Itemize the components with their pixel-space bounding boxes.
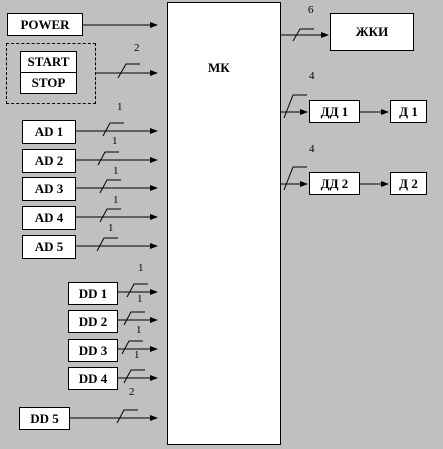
dd4-bus-width: 1 (134, 349, 140, 361)
power-block: POWER (7, 13, 83, 36)
dd2-bus-tick (123, 311, 145, 326)
ad2-block: AD 2 (22, 149, 76, 173)
start-block: START (20, 51, 77, 73)
dd3-block: DD 3 (68, 339, 118, 362)
lcd-block: ЖКИ (330, 13, 414, 51)
dd3-bus-tick (121, 340, 143, 355)
driver2-bus-width: 4 (309, 143, 315, 155)
motor1-block: Д 1 (390, 100, 427, 123)
ad1-bus-tick (102, 122, 124, 137)
ad3-block: AD 3 (22, 177, 76, 201)
dd1-bus-width: 1 (138, 262, 144, 274)
stop-block: STOP (20, 72, 77, 94)
driver1-block: ДД 1 (309, 100, 360, 123)
driver1-bus-width: 4 (309, 70, 315, 82)
ad5-block: AD 5 (22, 235, 76, 259)
driver2-block: ДД 2 (309, 172, 360, 195)
ad3-bus-width: 1 (113, 165, 119, 177)
dd2-bus-width: 1 (137, 293, 143, 305)
mcu-label: МК (208, 60, 230, 75)
dd1-block: DD 1 (68, 282, 118, 305)
ad4-bus-width: 1 (113, 194, 119, 206)
dd5-block: DD 5 (19, 407, 70, 430)
motor2-block: Д 2 (390, 172, 427, 195)
dd3-bus-width: 1 (136, 324, 142, 336)
ad4-block: AD 4 (22, 206, 76, 230)
dd4-block: DD 4 (68, 367, 118, 390)
ad1-bus-width: 1 (117, 101, 123, 113)
dd4-bus-tick (123, 369, 145, 384)
start-stop-bus-width: 2 (134, 42, 140, 54)
dd2-block: DD 2 (68, 310, 118, 333)
driver2-bus-tick (283, 166, 307, 191)
ad2-bus-width: 1 (112, 135, 118, 147)
ad1-block: AD 1 (22, 120, 76, 144)
lcd-bus-width: 6 (308, 4, 314, 16)
start-stop-group (6, 43, 96, 104)
ad5-bus-tick (96, 237, 118, 252)
driver1-bus-tick (283, 94, 307, 119)
dd5-bus-width: 2 (129, 386, 135, 398)
mcu-block (167, 2, 281, 445)
lcd-bus-tick (292, 28, 314, 42)
ad4-bus-tick (99, 208, 121, 223)
ad2-bus-tick (97, 151, 119, 166)
ad5-bus-width: 1 (108, 222, 114, 234)
dd5-bus-tick (116, 409, 138, 424)
ad3-bus-tick (99, 179, 121, 194)
dd1-bus-tick (126, 283, 148, 298)
start-stop-bus-tick (117, 63, 140, 79)
